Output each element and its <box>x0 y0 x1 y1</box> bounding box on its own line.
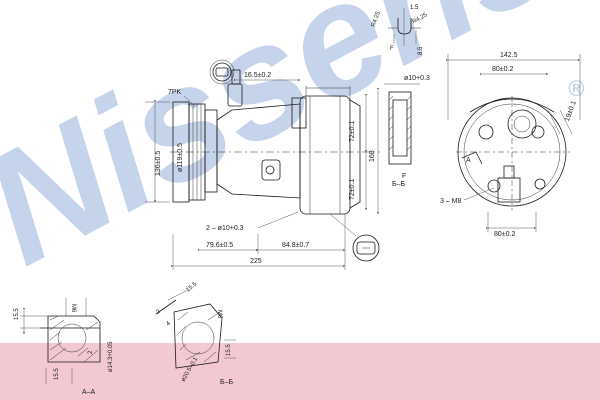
aa-dia: ø14.3+0.05 <box>108 341 114 372</box>
dim-len-225: 225 <box>250 258 262 265</box>
bb-s: 2 <box>155 308 162 315</box>
watermark-registered: ® <box>568 76 585 101</box>
aa-s: 2 <box>88 350 94 354</box>
dim-belt: 7PK <box>168 89 182 96</box>
bb-t2: 15.5 <box>226 344 232 356</box>
pipe-section: Б–Б <box>392 181 405 188</box>
pipe-hole-dia: ø10+0.3 <box>404 75 430 82</box>
bb-title: Б–Б <box>220 379 233 386</box>
aa-thread: M6 <box>70 304 76 313</box>
pipe-f: F <box>402 173 406 180</box>
back-mark-a: A <box>466 157 471 164</box>
dim-w-1425: 142.5 <box>500 52 518 59</box>
dim-len-848: 84.8±0.7 <box>282 242 309 249</box>
dim-pulley-dia: ø119±0.5 <box>177 143 184 172</box>
dim-h-19: 19±0.1 <box>564 100 578 123</box>
dim-h168: 168 <box>369 150 376 162</box>
dim-offset-top: 16.5±0.2 <box>244 72 271 79</box>
dim-w-80-bottom: 80±0.2 <box>494 231 515 238</box>
dim-holes: 2 – ø10+0.3 <box>206 225 244 232</box>
aa-t1: 15.5 <box>14 308 20 320</box>
back-view: 142.5 80±0.2 19±0.1 A 3 – M8 80±0.2 <box>440 52 581 238</box>
slot-height: 8.5 <box>418 46 424 55</box>
bb-s2: 4 <box>165 320 172 327</box>
watermark-text: Nissens <box>0 0 582 298</box>
dim-body-height: 136±0.5 <box>155 151 162 176</box>
section-aa: 15.5 15.5 M6 ø14.3+0.05 2 A–A <box>14 298 114 396</box>
brand-watermark: Nissens <box>0 0 582 298</box>
bb-t1: 15.5 <box>185 281 198 294</box>
dim-w-80-top: 80±0.2 <box>492 66 513 73</box>
dim-thread-m8: 3 – M8 <box>440 198 462 205</box>
slot-r1: R4.25 <box>371 10 382 28</box>
bb-thread: M6 <box>216 310 222 319</box>
front-view: 16.5±0.2 7PK 136±0.5 ø119±0.5 72±0.1 72±… <box>145 59 380 270</box>
pipe-detail: ø10+0.3 F Б–Б <box>384 75 430 188</box>
dim-len-796: 79.6±0.5 <box>206 242 233 249</box>
aa-title: A–A <box>82 389 96 396</box>
slot-width: 1.5 <box>410 5 419 11</box>
dim-h72-lower: 72±0.1 <box>349 179 356 200</box>
aa-t2: 15.5 <box>54 368 60 380</box>
dim-h72-upper: 72±0.1 <box>349 121 356 142</box>
slot-f: F <box>390 46 394 52</box>
